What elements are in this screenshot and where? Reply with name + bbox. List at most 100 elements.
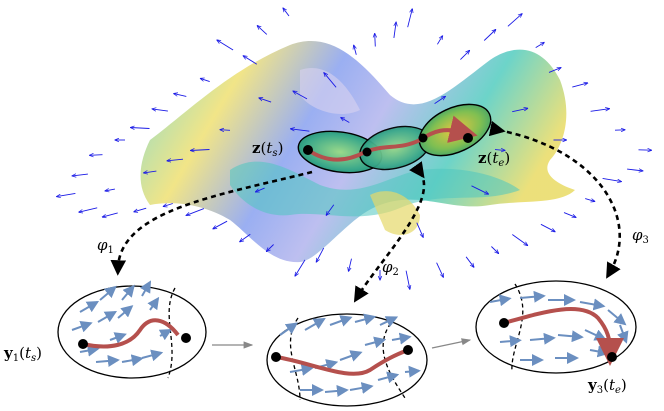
field-arrow <box>471 185 489 194</box>
latent-mid-point-1 <box>362 147 372 157</box>
svg-text:φ2: φ2 <box>382 258 399 278</box>
field-arrow <box>105 189 115 191</box>
field-arrow <box>416 222 423 238</box>
local-start-point-1 <box>78 339 88 349</box>
field-arrow <box>585 198 595 202</box>
local-field-arrow <box>617 324 629 344</box>
field-arrow <box>535 42 545 48</box>
field-arrow <box>436 262 444 278</box>
local-end-point-2 <box>403 345 413 355</box>
local-field-arrow <box>147 296 160 311</box>
field-arrow <box>602 177 622 181</box>
svg-text:y3(te): y3(te) <box>587 376 627 396</box>
field-arrow <box>163 203 173 207</box>
field-arrow <box>434 96 446 104</box>
local-field-arrow <box>354 313 377 326</box>
field-arrow <box>540 223 555 231</box>
field-arrow <box>291 129 310 132</box>
latent-start-point <box>303 145 313 155</box>
field-arrow <box>563 212 576 218</box>
phi3-arrow <box>488 120 621 279</box>
field-arrow <box>217 40 234 51</box>
field-arrow <box>240 233 251 242</box>
label-z-start: z(ts) <box>252 139 283 159</box>
field-arrow <box>326 204 335 216</box>
field-arrow <box>460 50 469 60</box>
local-field-arrow <box>109 332 127 344</box>
local-end-point-3 <box>607 352 617 362</box>
svg-text:φ1: φ1 <box>97 236 114 256</box>
field-arrow <box>213 220 228 229</box>
field-arrow <box>394 22 396 38</box>
local-field-arrow <box>584 329 607 341</box>
field-arrow <box>167 159 184 161</box>
field-arrow <box>295 259 306 276</box>
latent-trajectory <box>306 115 478 162</box>
label-y1-start: y1(ts) <box>3 344 42 364</box>
field-arrow <box>405 270 410 290</box>
field-arrow <box>437 36 442 45</box>
local-field-arrow <box>349 382 374 394</box>
local-arrows-1 <box>71 280 173 367</box>
local-field-arrow <box>158 329 173 341</box>
field-arrow <box>354 45 357 55</box>
local-field-arrow <box>519 290 546 303</box>
field-arrow <box>590 109 610 112</box>
label-y3-end: y3(te) <box>587 376 627 396</box>
local-field-arrow <box>579 298 606 311</box>
local-trajectory-3 <box>503 307 624 366</box>
local-field-arrow <box>121 354 144 367</box>
local-field-arrow <box>79 300 100 313</box>
local-field-arrow <box>121 284 135 301</box>
field-arrow <box>627 169 643 171</box>
local-arrows-2 <box>279 313 421 397</box>
local-field-arrow <box>139 280 151 297</box>
label-phi2: φ2 <box>382 258 399 278</box>
local-field-arrow <box>97 310 118 323</box>
local-field-arrow <box>117 305 134 319</box>
local-chart-3 <box>475 280 637 374</box>
local-trajectory-2 <box>275 348 409 376</box>
field-arrow <box>186 208 205 216</box>
local-field-arrow <box>364 336 387 349</box>
field-arrow <box>266 244 274 252</box>
local-trajectory-1 <box>82 318 180 349</box>
local-field-arrow <box>607 309 627 326</box>
field-arrow <box>324 73 337 88</box>
field-arrow <box>572 83 587 88</box>
local-field-arrow <box>141 349 164 362</box>
field-arrow <box>200 78 210 83</box>
field-arrow <box>283 8 290 17</box>
local-field-arrow <box>489 294 512 307</box>
local-field-arrow <box>304 318 326 331</box>
field-arrow <box>407 9 413 28</box>
label-phi3: φ3 <box>632 226 649 246</box>
field-arrow <box>220 130 231 131</box>
field-arrow <box>72 174 88 176</box>
field-arrow <box>548 68 561 73</box>
local-chart-1 <box>57 280 207 379</box>
field-arrow <box>465 256 474 267</box>
label-phi1: φ1 <box>97 236 114 256</box>
field-arrow <box>152 109 168 111</box>
svg-text:y1(ts): y1(ts) <box>3 344 42 364</box>
local-field-arrow <box>79 344 100 357</box>
local-field-arrow <box>95 354 120 367</box>
local-field-arrow <box>99 285 117 301</box>
local-field-arrow <box>329 315 353 327</box>
local-field-arrow <box>339 350 363 362</box>
local-end-point-1 <box>181 333 191 343</box>
field-arrow <box>259 98 272 103</box>
label-z-end: z(te) <box>478 149 510 169</box>
field-arrow <box>257 26 268 35</box>
field-arrow <box>191 150 210 151</box>
field-arrow <box>57 192 76 196</box>
svg-text:z(te): z(te) <box>478 149 510 169</box>
local-start-point-3 <box>499 318 509 328</box>
field-arrow <box>507 14 522 27</box>
field-arrow <box>144 171 157 173</box>
chart-maps <box>110 120 621 303</box>
field-arrow <box>255 187 265 192</box>
phi2-arrow <box>353 161 426 303</box>
